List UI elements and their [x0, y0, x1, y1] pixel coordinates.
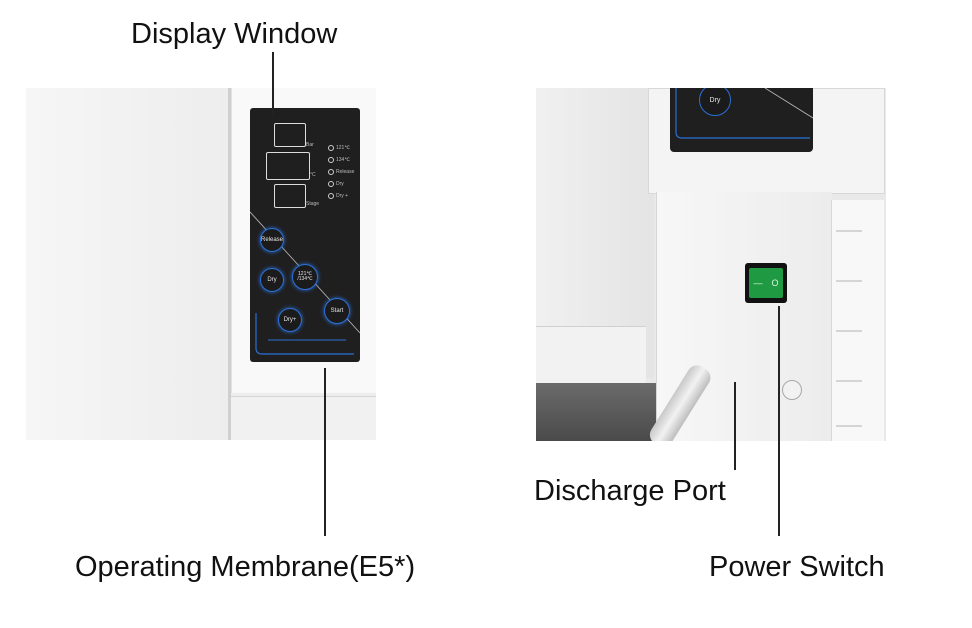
indicator-led	[328, 169, 334, 175]
leader-line-operating-membrane	[324, 368, 326, 536]
indicator-label-121: 121℃	[336, 145, 350, 151]
left-photo-control-panel: Bar °C Stage 121℃ 134℃ Release Dry Dry +…	[26, 88, 376, 440]
indicator-label-dry: Dry	[336, 181, 344, 187]
start-button[interactable]: Start	[324, 298, 350, 324]
power-switch[interactable]: — O	[745, 263, 787, 303]
indicator-label-134: 134℃	[336, 157, 350, 163]
leader-line-display-window	[272, 52, 274, 118]
operating-membrane-panel: Bar °C Stage 121℃ 134℃ Release Dry Dry +…	[250, 108, 360, 362]
display-window-temp	[266, 152, 310, 180]
switch-on-mark: —	[753, 278, 763, 288]
release-button[interactable]: Release	[260, 228, 284, 252]
indicator-label-dry-plus: Dry +	[336, 193, 349, 199]
right-photo-side-view: Dry — O	[536, 88, 886, 441]
display-window-stage	[274, 184, 306, 208]
panel-dry-button[interactable]: Dry	[699, 88, 731, 116]
callout-discharge-port: Discharge Port	[534, 475, 726, 507]
indicator-led	[328, 145, 334, 151]
indicator-label-release: Release	[336, 169, 355, 175]
indicator-led	[328, 193, 334, 199]
unit-bottom-trim	[231, 396, 376, 440]
display-window-bar	[274, 123, 306, 147]
display-unit-stage: Stage	[306, 201, 320, 207]
callout-power-switch: Power Switch	[709, 551, 885, 583]
leader-line-discharge-port	[734, 382, 736, 470]
cabinet-base	[536, 326, 646, 389]
callout-display-window: Display Window	[131, 18, 338, 50]
display-unit-temp: °C	[310, 172, 316, 178]
indicator-led	[328, 157, 334, 163]
rack-post	[831, 200, 884, 441]
leader-line-power-switch	[778, 306, 780, 536]
door-seam	[228, 88, 231, 440]
switch-off-mark: O	[771, 278, 779, 288]
indicator-led	[328, 181, 334, 187]
display-unit-bar: Bar	[306, 142, 314, 148]
panel-edge	[670, 88, 813, 152]
side-port-hole	[782, 380, 802, 400]
callout-operating-membrane: Operating Membrane(E5*)	[75, 551, 416, 583]
power-switch-rocker[interactable]: — O	[749, 268, 783, 298]
temperature-select-button[interactable]: 121℃ /134℃	[292, 264, 318, 290]
unit-door	[26, 88, 228, 440]
dry-button[interactable]: Dry	[260, 268, 284, 292]
panel-edge-accent	[675, 88, 813, 139]
dry-plus-button[interactable]: Dry+	[278, 308, 302, 332]
